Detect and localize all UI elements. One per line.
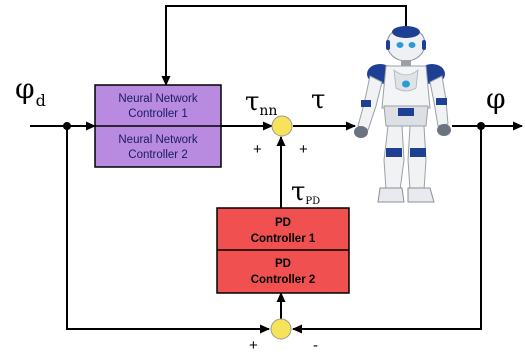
nn-controller-1-line2: Controller 1 xyxy=(128,108,187,120)
nn-controller-2-line2: Controller 2 xyxy=(128,149,187,161)
pd-controller-1-line2: Controller 1 xyxy=(251,233,316,245)
robot-to-nn-feedback-line xyxy=(161,5,407,86)
sign-top-left: + xyxy=(253,141,262,158)
bottom-summing-junction xyxy=(270,318,292,340)
sign-bottom-left: + xyxy=(249,337,258,352)
humanoid-robot-icon xyxy=(354,26,451,203)
nn-controller-2-line1: Neural Network xyxy=(118,134,197,146)
pd-controller-2-line1: PD xyxy=(275,258,291,270)
pd-controller-1-line1: PD xyxy=(275,217,291,229)
pd-block: PD Controller 1 PD Controller 2 xyxy=(216,207,350,294)
neural-network-block: Neural Network Controller 1 Neural Netwo… xyxy=(94,84,222,168)
tau-label: τ xyxy=(311,85,325,115)
sign-top-right: + xyxy=(299,141,308,158)
tau-pd-label: τPD xyxy=(291,177,320,207)
sign-bottom-right: - xyxy=(313,337,318,352)
input-to-bottom-summer-line xyxy=(66,126,270,334)
phi-output-label: φ xyxy=(486,82,506,115)
tau-nn-label: τnn xyxy=(245,87,277,119)
output-feedback-line xyxy=(292,126,482,334)
top-summing-junction xyxy=(271,115,293,137)
phi-d-label: φd xyxy=(15,72,46,110)
pd-controller-2-line2: Controller 2 xyxy=(251,274,316,286)
nn-controller-1-line1: Neural Network xyxy=(118,93,197,105)
